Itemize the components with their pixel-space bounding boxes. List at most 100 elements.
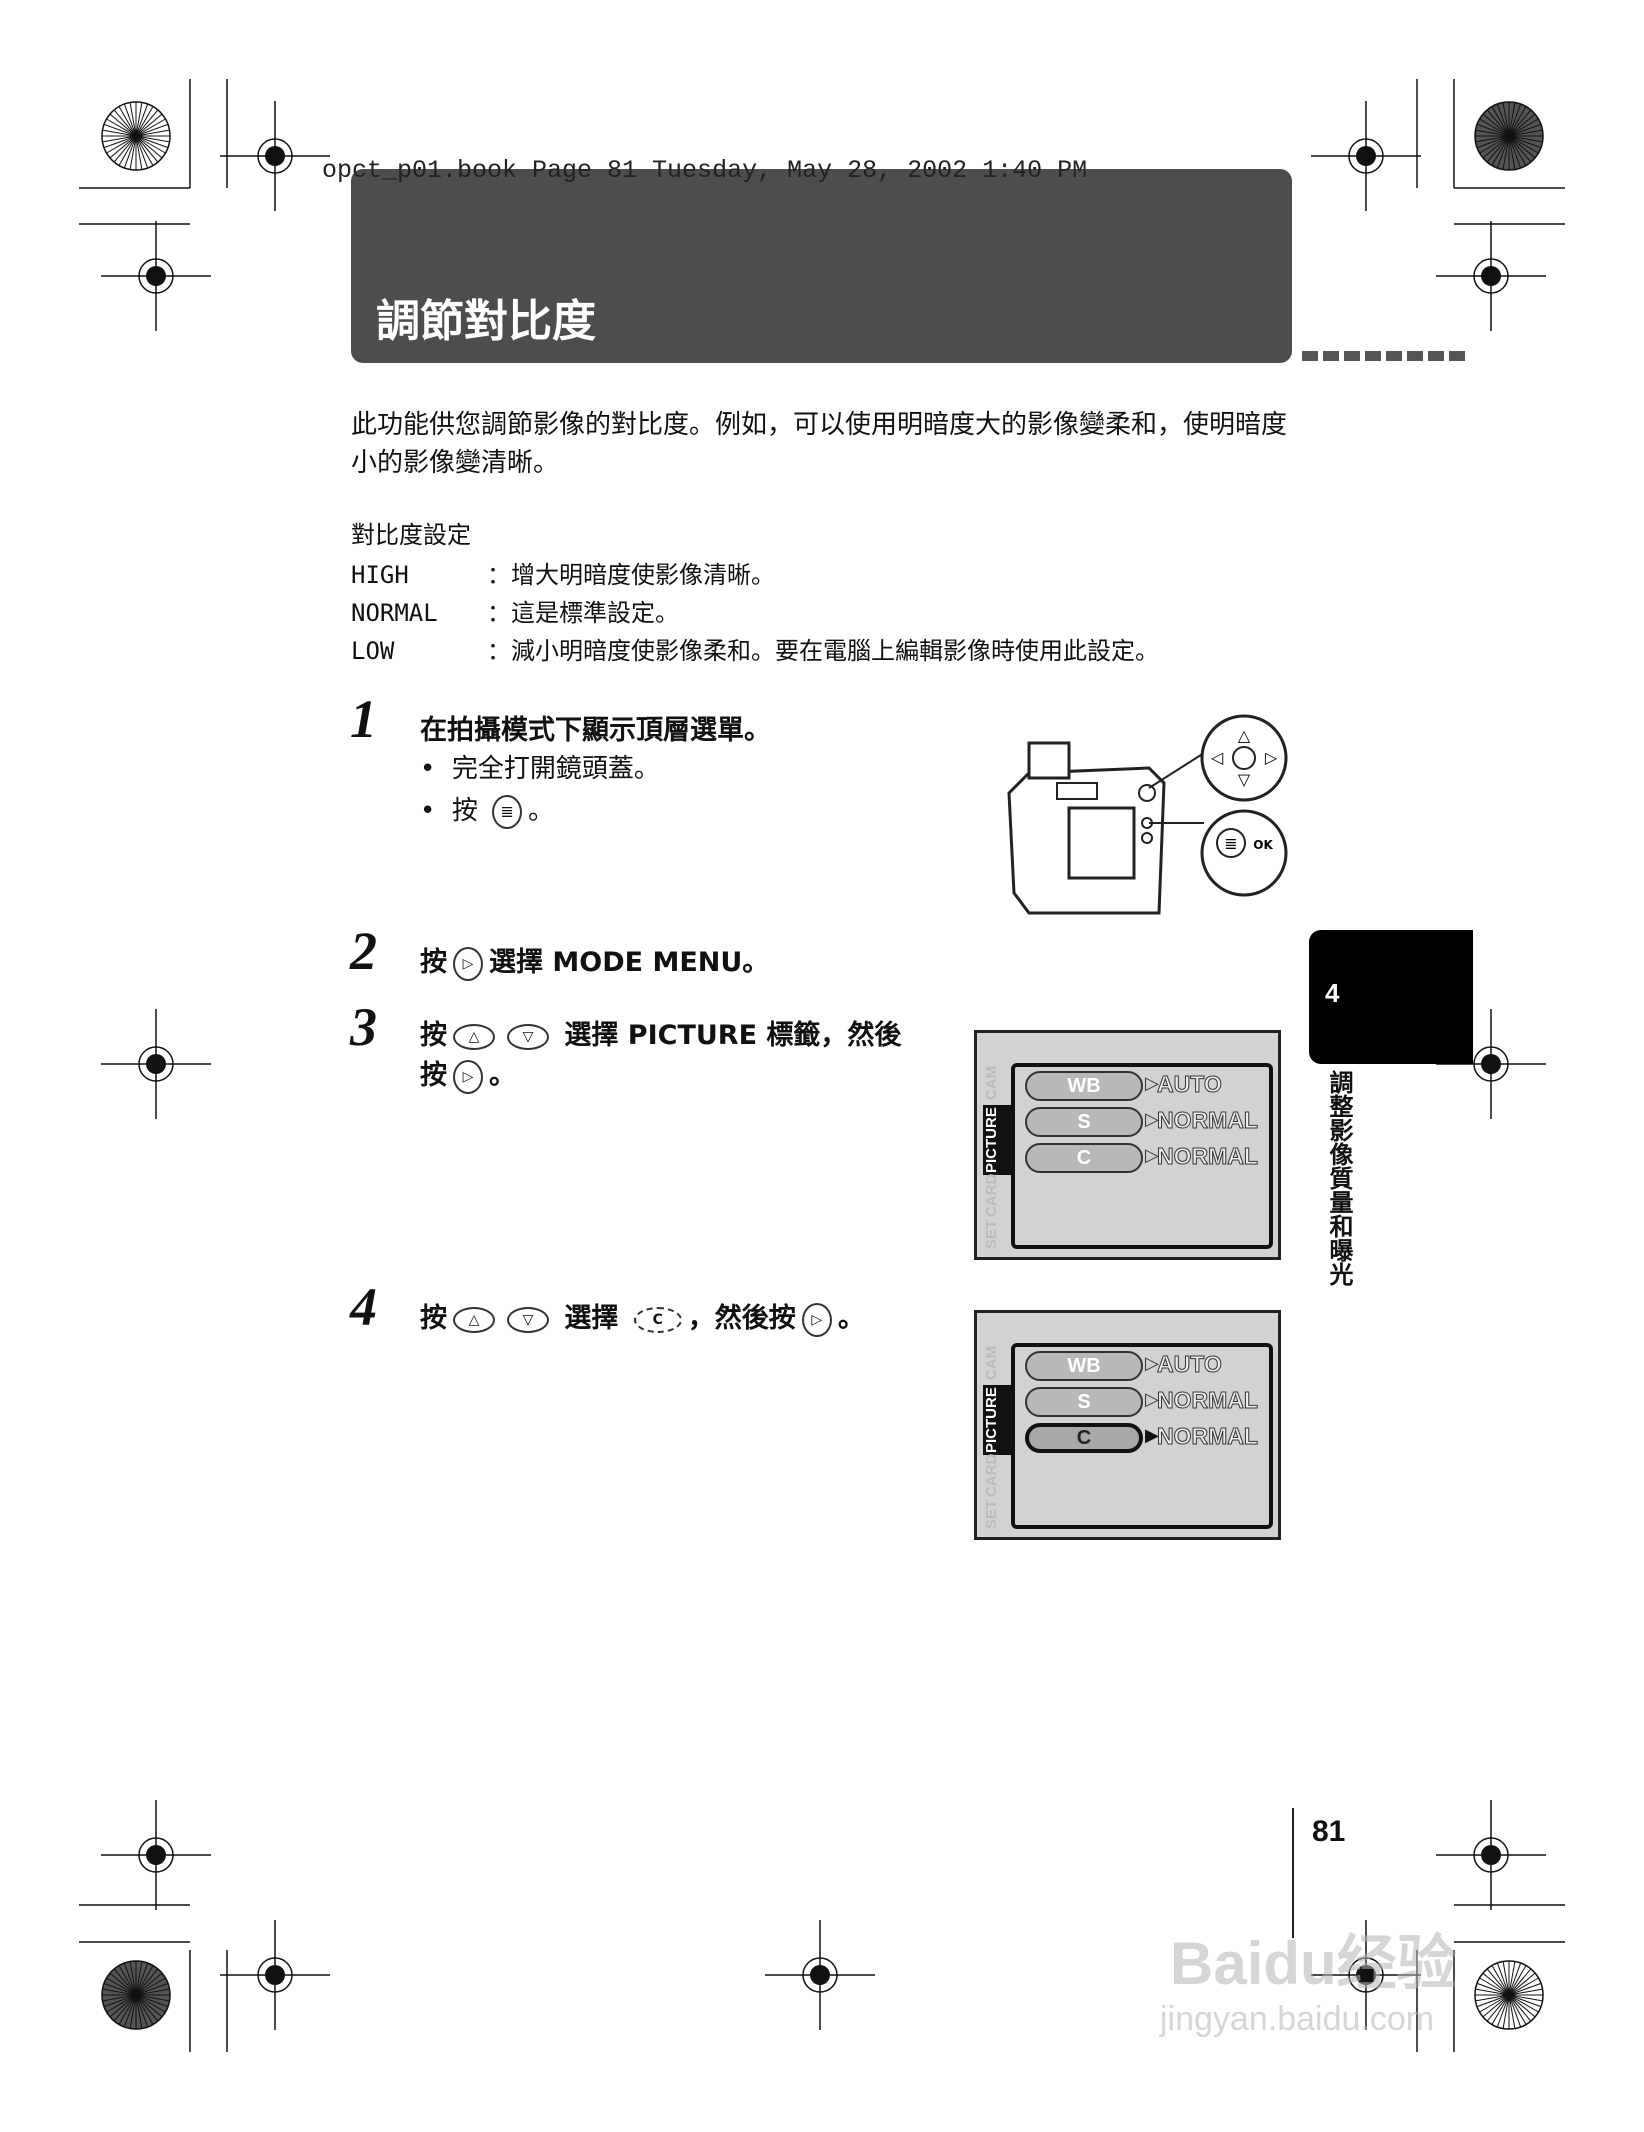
print-header: opct_p01.book Page 81 Tuesday, May 28, 2… bbox=[322, 156, 1088, 185]
step-text: 按△▽ 選擇 PICTURE 標籤，然後 按▷。 bbox=[420, 1016, 901, 1096]
arrow-icon: ▷ bbox=[1145, 1073, 1159, 1094]
wb-pill: WB bbox=[1025, 1071, 1143, 1101]
registration-circle bbox=[1348, 138, 1384, 174]
lcd-tab-picture: PICTURE bbox=[983, 1385, 1011, 1455]
svg-text:△: △ bbox=[1238, 726, 1251, 745]
step-number: 3 bbox=[350, 997, 377, 1057]
lcd-menu-panel: WB▷AUTO S▷NORMAL C▶NORMAL bbox=[1011, 1343, 1273, 1529]
page-number: 81 bbox=[1312, 1815, 1346, 1848]
setting-desc: ：這是標準設定。 bbox=[487, 599, 679, 627]
lcd-tab-card: CARD bbox=[983, 1453, 1000, 1497]
setting-desc: ：增大明暗度使影像清晰。 bbox=[487, 561, 775, 589]
step-text-part: 。 bbox=[489, 1060, 516, 1091]
registration-dot bbox=[1356, 146, 1376, 166]
registration-circle bbox=[257, 1957, 293, 1993]
svg-text:▽: ▽ bbox=[1238, 770, 1251, 789]
sharpness-value: NORMAL bbox=[1157, 1387, 1259, 1414]
registration-circle bbox=[257, 138, 293, 174]
registration-dot bbox=[1356, 1965, 1376, 1985]
arrow-icon: ▷ bbox=[1145, 1389, 1159, 1410]
registration-circle bbox=[138, 258, 174, 294]
lcd-screen-picture-tab: CAM PICTURE CARD SET WB▷AUTO S▷NORMAL C▷… bbox=[974, 1030, 1281, 1260]
camera-illustration: △ ▽ ◁ ▷ ≣ OK bbox=[1007, 714, 1288, 915]
right-arrow-button-icon: ▷ bbox=[453, 1059, 483, 1094]
page-number-rule bbox=[1292, 1808, 1294, 1938]
step-text-part: 按 bbox=[420, 947, 447, 978]
setting-key: LOW bbox=[351, 637, 395, 665]
registration-dot bbox=[1481, 1054, 1501, 1074]
arrow-icon: ▷ bbox=[1145, 1109, 1159, 1130]
bullet-text: 完全打開鏡頭蓋。 bbox=[451, 754, 660, 784]
setting-low: LOW：減小明暗度使影像柔和。要在電腦上編輯影像時使用此設定。 bbox=[351, 632, 1159, 670]
setting-key: HIGH bbox=[351, 561, 409, 589]
lcd-tabs: CAM PICTURE CARD SET bbox=[983, 1063, 1011, 1249]
chapter-number: 4 bbox=[1325, 978, 1340, 1008]
registration-circle bbox=[1473, 1046, 1509, 1082]
chapter-title: 調整影像質量和曝光 bbox=[1325, 1070, 1353, 1286]
registration-circle bbox=[802, 1957, 838, 1993]
step-text-part: ，然後按 bbox=[687, 1303, 796, 1334]
menu-ok-button-icon: ≣ bbox=[492, 794, 523, 829]
registration-circle bbox=[138, 1046, 174, 1082]
sharpness-value: NORMAL bbox=[1157, 1107, 1259, 1134]
setting-normal: NORMAL ：這是標準設定。 bbox=[351, 594, 1159, 632]
registration-circle bbox=[1473, 258, 1509, 294]
step-text-part: 按 bbox=[420, 1020, 447, 1051]
wb-value: AUTO bbox=[1157, 1351, 1223, 1378]
settings-heading: 對比度設定 bbox=[351, 521, 471, 549]
registration-dot bbox=[146, 1054, 166, 1074]
sharpness-pill: S bbox=[1025, 1107, 1143, 1137]
lcd-tab-card: CARD bbox=[983, 1173, 1000, 1217]
arrow-icon: ▷ bbox=[1145, 1353, 1159, 1374]
registration-dot bbox=[265, 1965, 285, 1985]
up-arrow-button-icon: △ bbox=[453, 1306, 495, 1333]
arrow-icon: ▷ bbox=[1145, 1145, 1159, 1166]
up-arrow-button-icon: △ bbox=[453, 1023, 495, 1050]
contrast-value: NORMAL bbox=[1157, 1423, 1259, 1450]
title-banner bbox=[351, 169, 1292, 363]
title-dashes bbox=[1302, 351, 1465, 361]
registration-circle bbox=[138, 1837, 174, 1873]
watermark-logo: Baidu经验 bbox=[1170, 1930, 1457, 1997]
arrow-icon: ▶ bbox=[1145, 1425, 1159, 1446]
lcd-menu-panel: WB▷AUTO S▷NORMAL C▷NORMAL bbox=[1011, 1063, 1273, 1249]
registration-dot bbox=[265, 146, 285, 166]
registration-dot bbox=[1481, 266, 1501, 286]
step-text-part: 按 bbox=[420, 1060, 447, 1091]
down-arrow-button-icon: ▽ bbox=[507, 1023, 549, 1050]
svg-text:OK: OK bbox=[1253, 838, 1273, 852]
step-text: 按▷選擇 MODE MENU。 bbox=[420, 940, 769, 981]
lcd-tab-set: SET bbox=[983, 1219, 1000, 1249]
step-text: 在拍攝模式下顯示頂層選單。 bbox=[420, 715, 771, 746]
registration-dot bbox=[810, 1965, 830, 1985]
svg-text:▷: ▷ bbox=[1265, 748, 1278, 767]
bullet: • 按 ≣。 bbox=[420, 790, 660, 832]
intro-line: 小的影像變清晰。 bbox=[351, 448, 560, 478]
registration-circle bbox=[1348, 1957, 1384, 1993]
step-number: 1 bbox=[350, 689, 377, 749]
step-number: 4 bbox=[350, 1277, 377, 1337]
lcd-tab-cam: CAM bbox=[983, 1065, 1000, 1101]
step-number: 2 bbox=[350, 921, 377, 981]
lcd-tab-cam: CAM bbox=[983, 1345, 1000, 1381]
step-text-part: 。 bbox=[837, 1303, 865, 1334]
chapter-tab bbox=[1309, 930, 1473, 1064]
step-bullets: • 完全打開鏡頭蓋。 • 按 ≣。 bbox=[420, 748, 660, 832]
registration-dot bbox=[146, 1845, 166, 1865]
bullet: • 完全打開鏡頭蓋。 bbox=[420, 754, 660, 784]
registration-dot bbox=[1481, 1845, 1501, 1865]
contrast-pill-selected: C bbox=[1025, 1423, 1143, 1453]
down-arrow-button-icon: ▽ bbox=[507, 1306, 549, 1333]
intro-paragraph: 此功能供您調節影像的對比度。例如，可以使用明暗度大的影像變柔和，使明暗度 小的影… bbox=[351, 406, 1287, 482]
step-text-part: 按 bbox=[420, 1303, 447, 1334]
right-arrow-button-icon: ▷ bbox=[453, 946, 483, 981]
bullet-suffix: 。 bbox=[528, 796, 555, 826]
step-text-part: 選擇 MODE MENU。 bbox=[489, 947, 770, 978]
intro-line: 此功能供您調節影像的對比度。例如，可以使用明暗度大的影像變柔和，使明暗度 bbox=[351, 410, 1288, 440]
setting-key: NORMAL bbox=[351, 599, 438, 627]
step-text: 按△▽ 選擇 C，然後按▷。 bbox=[420, 1296, 865, 1337]
right-arrow-button-icon: ▷ bbox=[801, 1302, 832, 1337]
contrast-value: NORMAL bbox=[1157, 1143, 1259, 1170]
